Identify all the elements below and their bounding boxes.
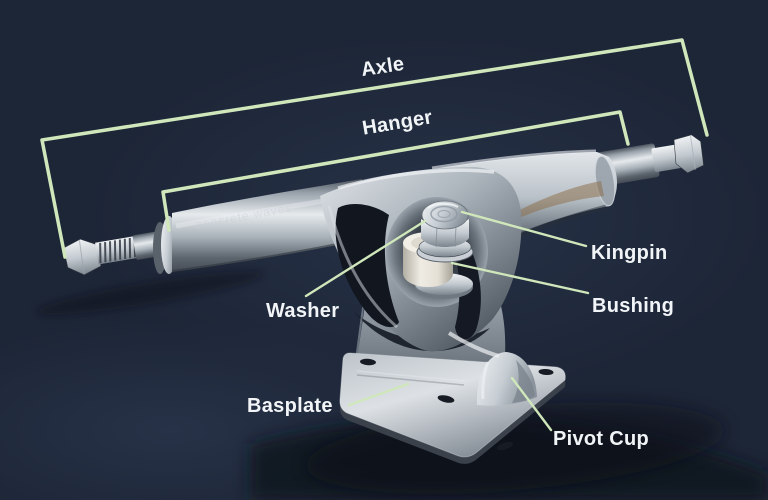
washer-label: Washer xyxy=(266,300,340,322)
bushing-label: Bushing xyxy=(592,295,675,317)
baseplate-mount-holes xyxy=(360,358,554,451)
bushing-leader-line xyxy=(450,261,590,295)
hanger-measurement-bracket xyxy=(161,110,630,232)
axle-measurement-bracket xyxy=(40,38,709,259)
kingpin-leader-line xyxy=(460,210,588,248)
baseplate-leader-line xyxy=(347,382,410,407)
baseplate-label: Basplate xyxy=(247,395,333,417)
washer-leader-line xyxy=(304,219,427,298)
pivot-cup-label: Pivot Cup xyxy=(553,428,650,450)
pivot-cup-leader-line xyxy=(510,376,553,432)
kingpin-nut xyxy=(418,200,472,258)
kingpin-label: Kingpin xyxy=(591,242,668,264)
